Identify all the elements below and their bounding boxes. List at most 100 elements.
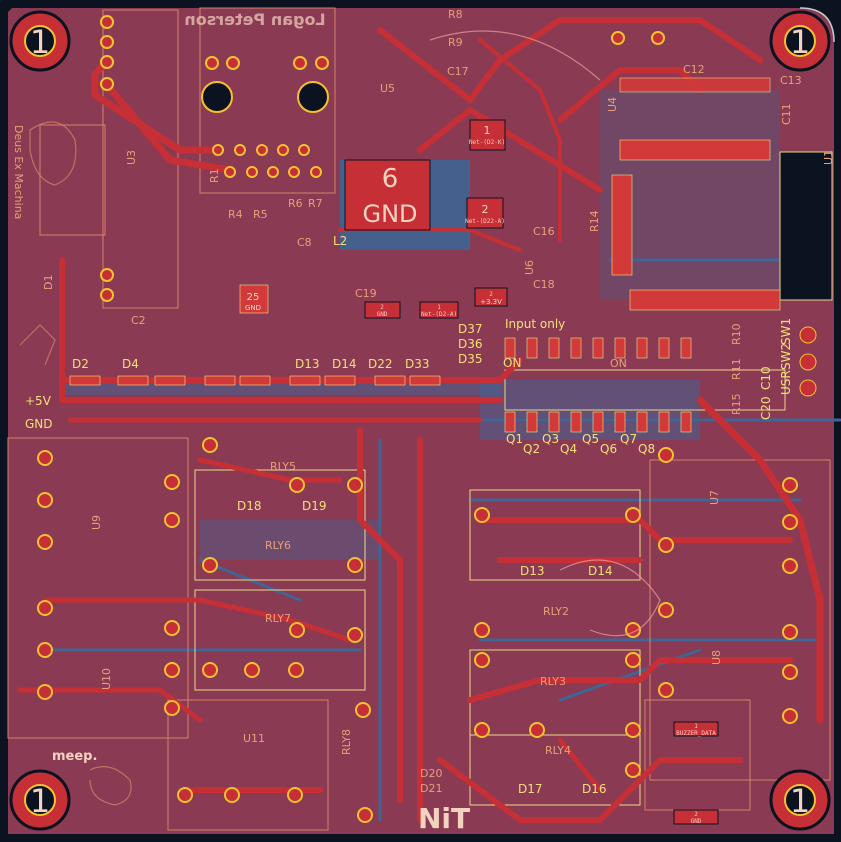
ref-d14-relay: D14 xyxy=(588,564,613,578)
ref-rly2: RLY2 xyxy=(543,605,569,618)
ref-r15: R15 xyxy=(730,393,743,415)
svg-text:1: 1 xyxy=(694,723,698,730)
ref-rly6: RLY6 xyxy=(265,539,291,552)
switch-sw1[interactable] xyxy=(799,326,817,344)
ref-u10: U10 xyxy=(100,668,113,690)
svg-text:+3.3V: +3.3V xyxy=(480,298,502,306)
reference-designators: U1 U3 U4 U5 U6 U7 U8 U9 U10 U11 RLY2 RLY… xyxy=(42,8,835,796)
ref-c16: C16 xyxy=(533,225,555,238)
buzzer-gnd-pad[interactable]: 2 GND xyxy=(673,809,719,825)
author-label: Logan Peterson xyxy=(184,10,325,29)
ref-d17: D17 xyxy=(518,782,543,796)
mcu-gnd-pad[interactable]: 25 GND xyxy=(245,292,261,312)
ref-u1: U1 xyxy=(822,150,835,165)
mounting-hole-tr: 1 xyxy=(769,10,831,72)
ref-c2: C2 xyxy=(131,314,146,327)
dip-switch-on-label: ON xyxy=(610,357,627,370)
ref-rly5: RLY5 xyxy=(270,460,296,473)
gnd-thermal-pad[interactable]: 6 GND xyxy=(344,159,431,231)
doodle-text: meep. xyxy=(52,749,97,764)
mounting-hole-label: 1 xyxy=(30,23,50,61)
motto-label: Deus Ex Machina xyxy=(12,125,25,219)
ref-sw2: SW2 xyxy=(779,343,793,370)
svg-text:1: 1 xyxy=(484,124,491,137)
ref-q7: Q7 xyxy=(620,432,637,446)
ref-c11: C11 xyxy=(780,103,793,125)
ref-d13-relay: D13 xyxy=(520,564,545,578)
svg-text:BUZZER_DATA: BUZZER_DATA xyxy=(676,730,716,737)
ref-c17: C17 xyxy=(447,65,469,78)
ref-d22: D22 xyxy=(368,357,393,371)
ref-u5: U5 xyxy=(380,82,395,95)
ref-r5: R5 xyxy=(253,208,268,221)
regulator-pad-2[interactable]: 2 Net-(D22-A) xyxy=(465,197,505,229)
ref-d35: D35 xyxy=(458,352,483,366)
ref-q8: Q8 xyxy=(638,442,655,456)
switch-usr[interactable] xyxy=(799,379,817,397)
usr-label: USR xyxy=(779,370,793,395)
ref-r7: R7 xyxy=(308,197,323,210)
svg-text:Net-(D2-K): Net-(D2-K) xyxy=(469,139,505,146)
svg-text:25: 25 xyxy=(247,292,260,303)
ref-r4: R4 xyxy=(228,208,243,221)
ref-d36: D36 xyxy=(458,337,483,351)
mounting-hole-label: 1 xyxy=(790,23,810,61)
ref-u4: U4 xyxy=(606,97,619,112)
svg-text:Net-(D2-A): Net-(D2-A) xyxy=(421,311,457,318)
mounting-hole-bl: 1 xyxy=(9,769,71,831)
doodles xyxy=(19,30,661,806)
ref-d2: D2 xyxy=(72,357,89,371)
svg-text:2: 2 xyxy=(489,291,493,298)
d2a-pad[interactable]: 1 Net-(D2-A) xyxy=(419,301,459,319)
through-hole-pads xyxy=(37,15,798,823)
ref-d14: D14 xyxy=(332,357,357,371)
mounting-hole-label: 1 xyxy=(30,782,50,820)
svg-text:Net-(D22-A): Net-(D22-A) xyxy=(465,218,505,225)
smd-pads xyxy=(69,77,781,433)
ref-d37: D37 xyxy=(458,322,483,336)
ref-q5: Q5 xyxy=(582,432,599,446)
mounting-hole-label: 1 xyxy=(790,782,810,820)
power-label-5v: +5V xyxy=(25,394,52,408)
ref-rly3: RLY3 xyxy=(540,675,566,688)
ref-c8: C8 xyxy=(297,236,312,249)
switch-sw2[interactable] xyxy=(799,353,817,371)
regulator-pad-1[interactable]: 1 Net-(D2-K) xyxy=(469,119,506,151)
ref-sw1: SW1 xyxy=(779,318,793,345)
mounting-hole-tl: 1 xyxy=(9,10,71,72)
diode-row xyxy=(69,375,441,386)
ref-q1: Q1 xyxy=(506,432,523,446)
fab-outlines xyxy=(7,7,833,831)
v33-pad[interactable]: 2 +3.3V xyxy=(474,287,508,307)
c19-gnd-pad[interactable]: 2 GND xyxy=(364,301,401,319)
svg-text:2: 2 xyxy=(380,304,384,311)
ref-d13: D13 xyxy=(295,357,320,371)
ref-r8: R8 xyxy=(448,8,463,21)
svg-text:GND: GND xyxy=(245,304,261,312)
ref-q2: Q2 xyxy=(523,442,540,456)
ref-r11: R11 xyxy=(730,358,743,380)
svg-text:1: 1 xyxy=(437,304,441,311)
ref-q4: Q4 xyxy=(560,442,577,456)
ref-d21: D21 xyxy=(420,782,442,795)
buzzer-data-pad[interactable]: 1 BUZZER_DATA xyxy=(673,721,719,737)
ref-d33: D33 xyxy=(405,357,430,371)
ref-l2: L2 xyxy=(333,234,347,248)
ref-rly8: RLY8 xyxy=(340,729,353,755)
ref-q3: Q3 xyxy=(542,432,559,446)
ref-rly4: RLY4 xyxy=(545,744,571,757)
ref-u11: U11 xyxy=(243,732,265,745)
svg-text:2: 2 xyxy=(482,203,489,216)
ref-c12: C12 xyxy=(683,63,705,76)
ref-r10: R10 xyxy=(730,323,743,345)
ref-u7: U7 xyxy=(708,490,721,505)
ref-d4: D4 xyxy=(122,357,139,371)
input-only-note: Input only xyxy=(505,317,565,331)
ref-c13: C13 xyxy=(780,74,802,87)
mounting-screw-holes xyxy=(201,81,329,113)
ref-d18: D18 xyxy=(237,499,262,513)
mounting-hole-br: 1 xyxy=(769,769,831,831)
ref-u6: U6 xyxy=(523,260,536,275)
ref-q6: Q6 xyxy=(600,442,617,456)
